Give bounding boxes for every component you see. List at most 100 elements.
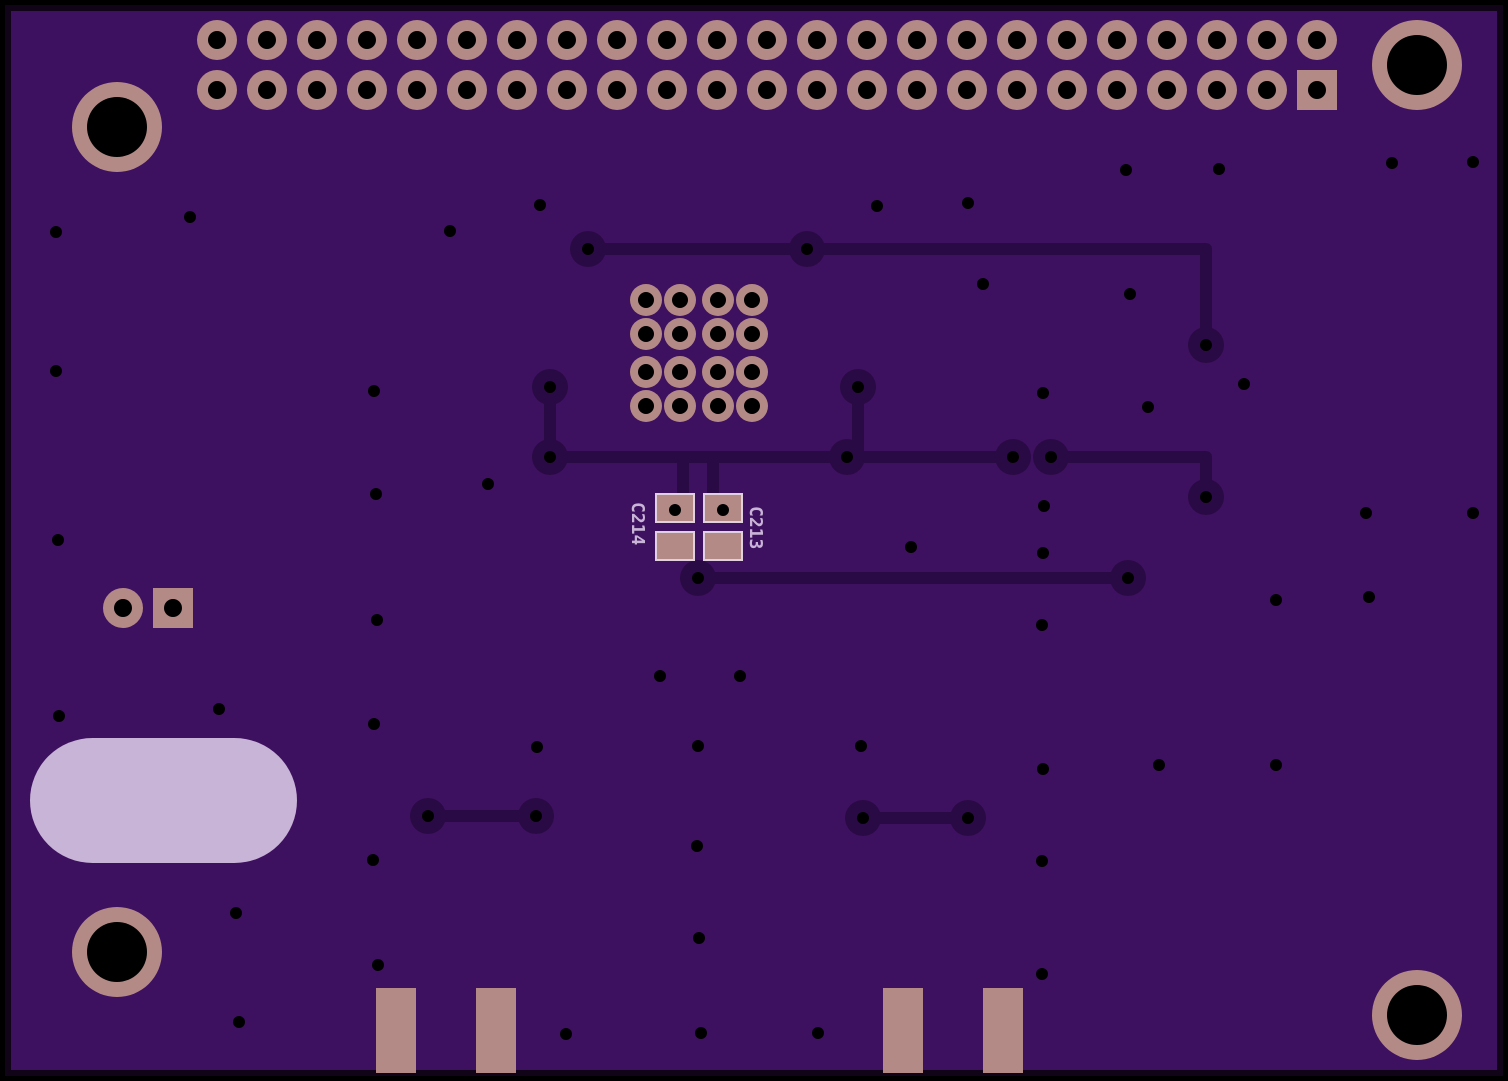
stitch-via: [1270, 594, 1282, 606]
stitch-via: [1037, 387, 1049, 399]
stitch-via: [560, 1028, 572, 1040]
capacitor-c214: C214: [627, 493, 695, 561]
stitch-via: [1038, 500, 1050, 512]
trace-via-drill: [544, 381, 556, 393]
stitch-via: [368, 718, 380, 730]
header-pin-drill: [308, 31, 326, 49]
edge-pad-4: [983, 988, 1023, 1073]
stitch-via: [1360, 507, 1372, 519]
trace-via-drill: [852, 381, 864, 393]
header-pin-drill: [258, 31, 276, 49]
header-pin-drill: [358, 31, 376, 49]
stitch-via: [962, 197, 974, 209]
c213-label: C213: [745, 506, 766, 549]
header-pin-drill: [1158, 81, 1176, 99]
stitch-via: [734, 670, 746, 682]
stitch-via: [372, 959, 384, 971]
stitch-via: [691, 840, 703, 852]
header-pin-drill: [358, 81, 376, 99]
header-pin-drill: [708, 31, 726, 49]
via-grid-4x4: [630, 284, 768, 422]
c214-label: C214: [627, 502, 648, 546]
grid-via-drill: [744, 398, 760, 414]
stitch-via: [482, 478, 494, 490]
header-pin-drill: [658, 81, 676, 99]
header-pin-drill: [608, 81, 626, 99]
stitch-via: [1153, 759, 1165, 771]
header-pin-drill: [1208, 31, 1226, 49]
header-pin-drill: [208, 31, 226, 49]
stitch-via: [1036, 968, 1048, 980]
stitch-via: [1467, 507, 1479, 519]
stitch-via: [230, 907, 242, 919]
trace-via-drill: [582, 243, 594, 255]
stitch-via: [905, 541, 917, 553]
two-pin-header: [103, 588, 193, 628]
header-pin-drill: [1108, 31, 1126, 49]
header-pin-drill: [808, 81, 826, 99]
grid-via-drill: [672, 398, 688, 414]
header-pin-drill: [1058, 81, 1076, 99]
header-pin-drill: [508, 81, 526, 99]
stitch-via: [1270, 759, 1282, 771]
edge-pad-1: [376, 988, 416, 1073]
header-pin-drill: [658, 31, 676, 49]
header-pin-drill: [958, 31, 976, 49]
header-pin-drill: [258, 81, 276, 99]
header-pin-drill: [1158, 31, 1176, 49]
stitch-via: [1467, 156, 1479, 168]
trace-via-drill: [1122, 572, 1134, 584]
stitch-via: [531, 741, 543, 753]
stitch-via: [692, 740, 704, 752]
stitch-via: [367, 854, 379, 866]
grid-via-drill: [638, 364, 654, 380]
header-pin-drill: [758, 31, 776, 49]
header-pin-drill: [908, 31, 926, 49]
trace-vias: [410, 231, 1224, 836]
grid-via-drill: [744, 292, 760, 308]
header-pin-drill: [208, 81, 226, 99]
trace-cap-stubs: [677, 451, 719, 506]
header-pin-drill: [408, 81, 426, 99]
stitch-via: [184, 211, 196, 223]
edge-pad-2: [476, 988, 516, 1073]
stitch-via: [1037, 763, 1049, 775]
stitch-via: [370, 488, 382, 500]
stitch-via: [654, 670, 666, 682]
grid-via-drill: [710, 326, 726, 342]
header-pin-drill: [858, 81, 876, 99]
grid-via-drill: [672, 326, 688, 342]
header-pin-drill: [1308, 31, 1326, 49]
grid-via-drill: [744, 326, 760, 342]
stitch-via: [1386, 157, 1398, 169]
header-pin-drill: [1058, 31, 1076, 49]
header-pin-drill: [758, 81, 776, 99]
trace-via-drill: [1045, 451, 1057, 463]
header-pin-drill: [1008, 31, 1026, 49]
stitch-via: [871, 200, 883, 212]
grid-via-drill: [638, 292, 654, 308]
grid-via-drill: [710, 292, 726, 308]
header-pin-drill: [1008, 81, 1026, 99]
stitch-via: [1036, 619, 1048, 631]
header-pin-drill: [1258, 81, 1276, 99]
stitch-via: [812, 1027, 824, 1039]
header-pin-drill: [1308, 81, 1326, 99]
trace-via-drill: [692, 572, 704, 584]
board-substrate: [5, 5, 1503, 1076]
stitch-via: [371, 614, 383, 626]
stitch-via: [1213, 163, 1225, 175]
header-pin-drill: [408, 31, 426, 49]
grid-via-drill: [744, 364, 760, 380]
stitch-via: [695, 1027, 707, 1039]
stitch-via: [1142, 401, 1154, 413]
header-pin-drill: [808, 31, 826, 49]
stitch-via: [1036, 855, 1048, 867]
stitch-via: [855, 740, 867, 752]
grid-via-drill: [672, 364, 688, 380]
header-pin-drill: [308, 81, 326, 99]
stitch-via: [1363, 591, 1375, 603]
header-pin-drill: [1108, 81, 1126, 99]
stitch-via: [534, 199, 546, 211]
